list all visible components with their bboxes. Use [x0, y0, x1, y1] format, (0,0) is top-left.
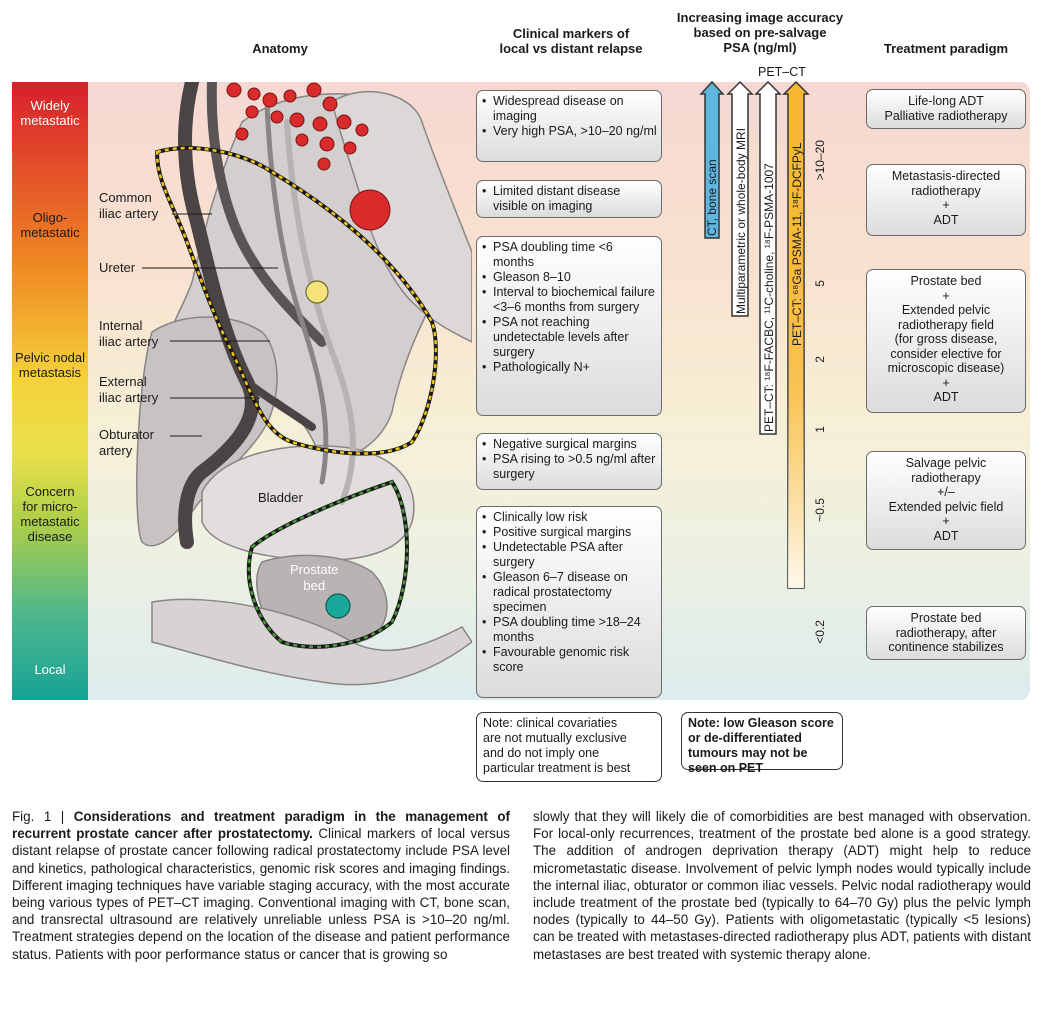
- marker-box-local: Clinically low risk Positive surgical ma…: [476, 506, 662, 698]
- marker-box-oligometastatic: Limited distant disease visible on imagi…: [476, 180, 662, 218]
- arrow-label-petct-psma: PET–CT: ⁶⁸Ga PSMA-11, ¹⁸F-DCFPyL: [790, 142, 804, 346]
- arrow-label-petct-facbc: PET–CT: ¹⁸F-FACBC, ¹¹C-choline, ¹⁸F-PSMA…: [762, 163, 776, 432]
- marker-item: PSA not reaching undetectable levels aft…: [482, 315, 657, 360]
- marker-item: Undetectable PSA after surgery: [482, 540, 657, 570]
- caption-title: Considerations and treatment paradigm in…: [12, 809, 510, 842]
- imaging-arrows: [699, 80, 810, 589]
- label-ureter: Ureter: [99, 260, 136, 275]
- metastasis-dots: [226, 82, 369, 171]
- marker-item: Gleason 8–10: [482, 270, 657, 285]
- imaging-header-line: based on pre-salvage: [693, 25, 827, 40]
- marker-box-widely-metastatic: Widespread disease on imaging Very high …: [476, 90, 662, 162]
- psa-level: <0.2: [813, 620, 827, 644]
- psa-level: >10–20: [813, 140, 827, 181]
- marker-item: Positive surgical margins: [482, 525, 657, 540]
- psa-level: 5: [813, 280, 827, 287]
- marker-item: PSA doubling time <6 months: [482, 240, 657, 270]
- markers-header-line: Clinical markers of: [512, 26, 630, 41]
- disease-stage-bar: [12, 82, 88, 700]
- marker-item: Gleason 6–7 disease on radical prostatec…: [482, 570, 657, 615]
- marker-box-micrometastatic: Negative surgical margins PSA rising to …: [476, 433, 662, 490]
- marker-box-pelvic-nodal: PSA doubling time <6 months Gleason 8–10…: [476, 236, 662, 416]
- figure-caption-col2: slowly that they will likely die of como…: [533, 809, 1031, 962]
- marker-item: Favourable genomic risk score: [482, 645, 657, 675]
- imaging-header-line: PSA (ng/ml): [723, 40, 797, 55]
- psa-level: 2: [813, 356, 827, 363]
- marker-item: Interval to biochemical failure <3–6 mon…: [482, 285, 657, 315]
- imaging-header: Increasing image accuracy based on pre-s…: [660, 10, 860, 55]
- treatment-header: Treatment paradigm: [883, 41, 1009, 56]
- marker-item: Widespread disease on imaging: [482, 94, 657, 124]
- marker-item: Limited distant disease visible on imagi…: [482, 184, 657, 214]
- stage-local: Local: [34, 662, 66, 677]
- psa-level: 1: [813, 426, 827, 433]
- imaging-header-line: Increasing image accuracy: [676, 10, 844, 25]
- petct-header: PET–CT: [758, 65, 806, 79]
- figure-caption-col1: Fig. 1 | Considerations and treatment pa…: [12, 808, 510, 963]
- marker-item: Clinically low risk: [482, 510, 657, 525]
- markers-header-line: local vs distant relapse: [499, 41, 643, 56]
- caption-fig-label: Fig. 1 |: [12, 809, 74, 824]
- psa-level: ~0.5: [813, 498, 827, 522]
- caption-text: Clinical markers of local versus distant…: [12, 826, 510, 962]
- markers-header: Clinical markers of local vs distant rel…: [474, 26, 668, 56]
- pelvic-anatomy-illustration: [136, 82, 472, 686]
- arrow-label-mri: Multiparametric or whole-body MRI: [734, 127, 748, 314]
- marker-item: Very high PSA, >10–20 ng/ml: [482, 124, 657, 139]
- label-bladder: Bladder: [258, 490, 303, 505]
- marker-item: PSA rising to >0.5 ng/ml after surgery: [482, 452, 657, 482]
- anatomy-header: Anatomy: [252, 41, 308, 56]
- marker-item: Pathologically N+: [482, 360, 657, 375]
- arrow-label-ct-bone-scan: CT, bone scan: [705, 159, 719, 236]
- marker-item: Negative surgical margins: [482, 437, 657, 452]
- marker-item: PSA doubling time >18–24 months: [482, 615, 657, 645]
- stage-oligometastatic: Oligo-metastatic: [20, 210, 80, 240]
